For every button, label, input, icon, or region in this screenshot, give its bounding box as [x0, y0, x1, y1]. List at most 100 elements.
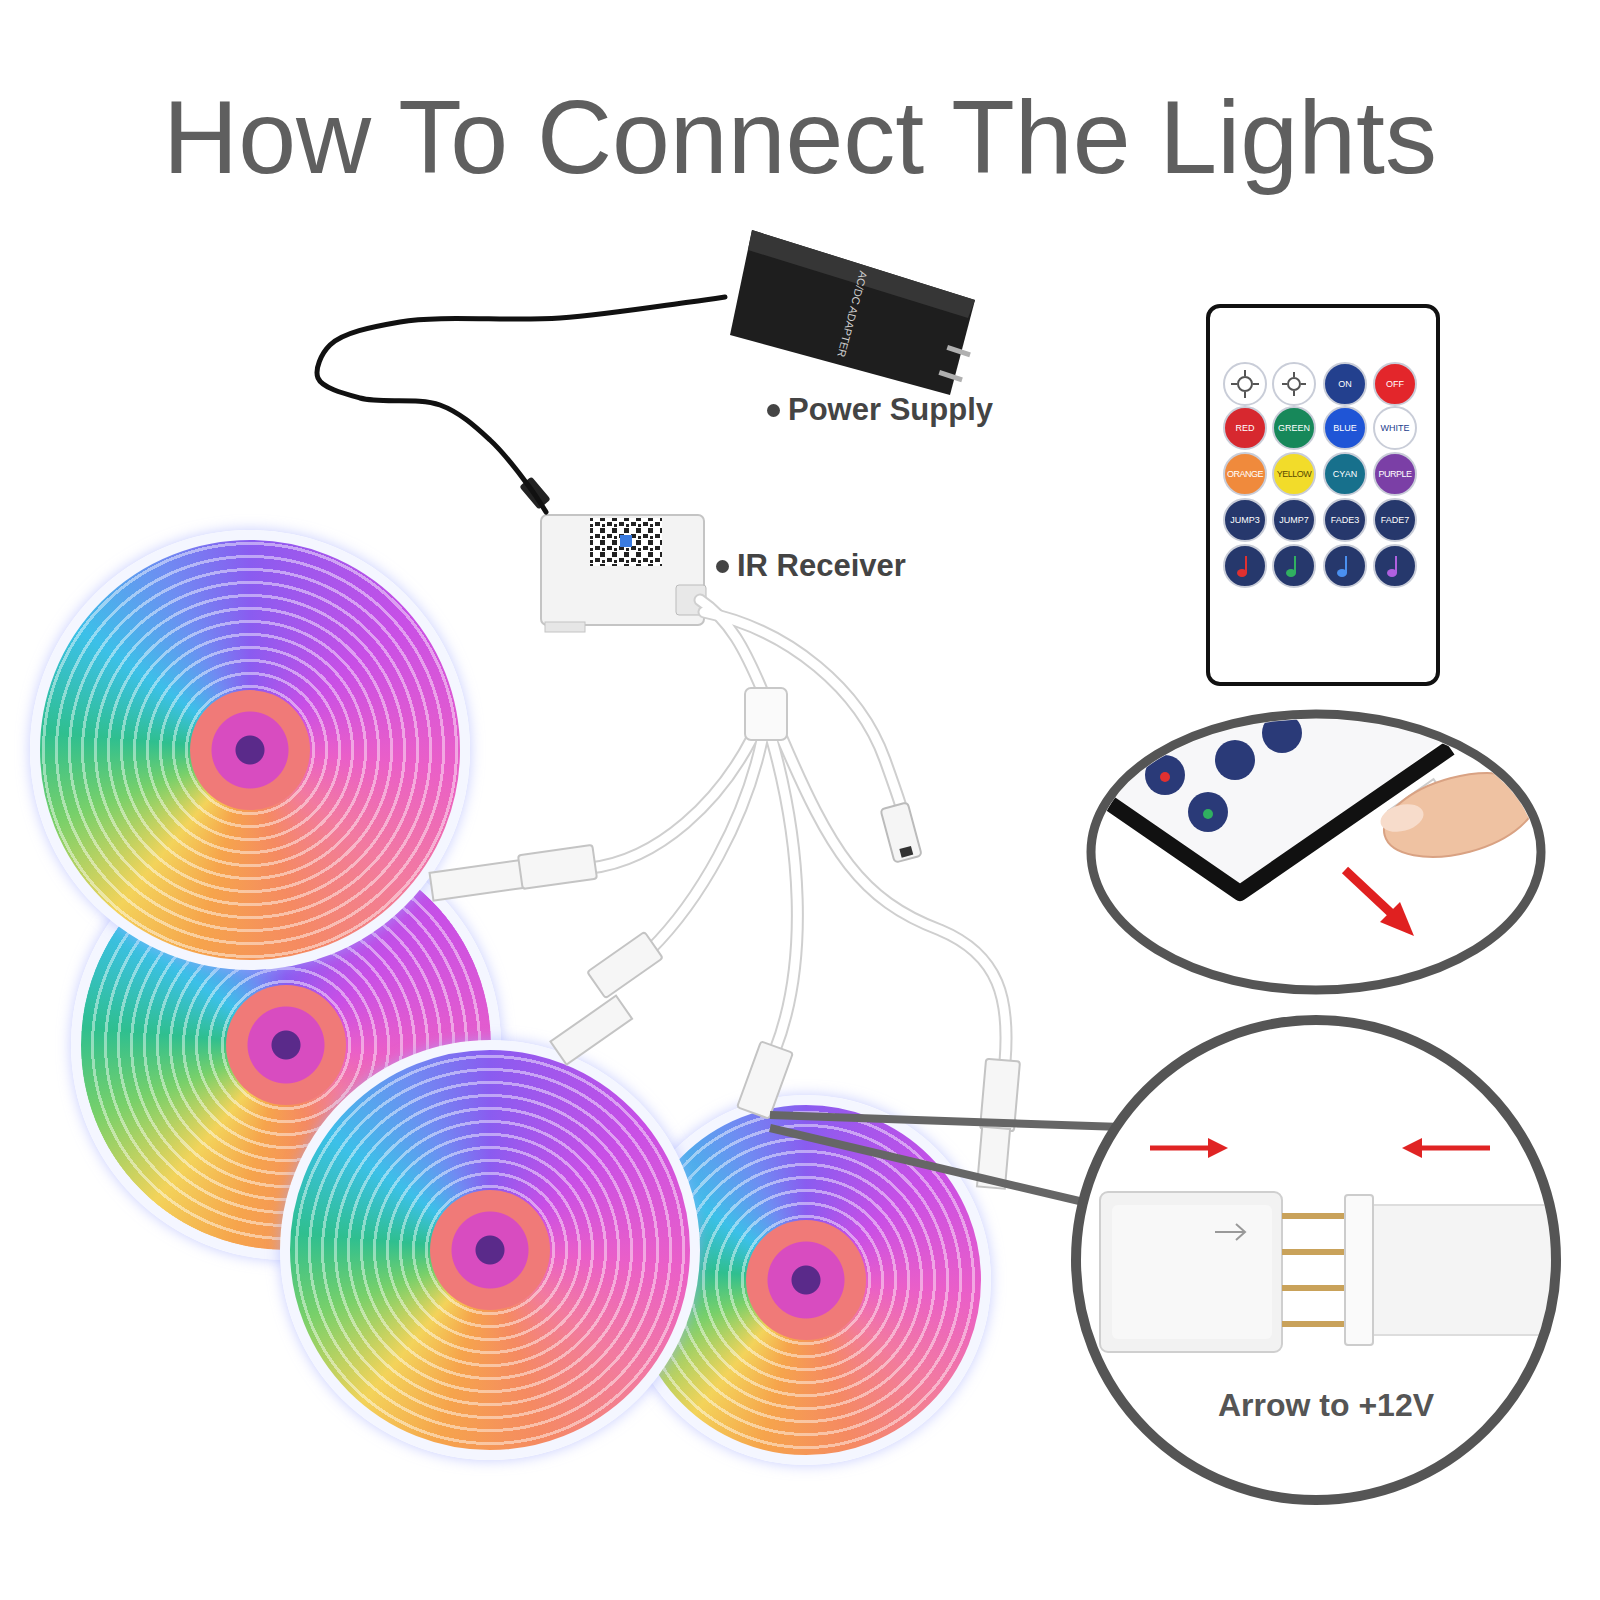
- button-label: FADE7: [1381, 516, 1410, 525]
- button-label: YELLOW: [1277, 470, 1312, 479]
- illustration-part: [1345, 1195, 1373, 1345]
- reel-hub: [226, 985, 346, 1105]
- button-label: BLUE: [1333, 424, 1357, 433]
- bullet-dot: [767, 404, 780, 417]
- illustration-part: [1224, 363, 1416, 587]
- illustration-part: [1273, 407, 1315, 449]
- illustration-part: [1090, 700, 1545, 936]
- illustration-part: [772, 740, 797, 1050]
- illustration-part: [1208, 1138, 1228, 1158]
- illustration-part: [737, 1041, 793, 1118]
- illustration-part: [946, 345, 970, 357]
- illustration-part: [899, 846, 913, 858]
- illustration-part: [1345, 870, 1392, 914]
- illustration-part: [1324, 499, 1366, 541]
- illustration-part: [1374, 545, 1416, 587]
- button-label: CYAN: [1333, 470, 1357, 479]
- illustration-part: [518, 845, 597, 889]
- led-reel: [280, 1040, 700, 1460]
- illustration-part: [1324, 407, 1366, 449]
- illustration-part: [1273, 453, 1315, 495]
- illustration-part: [772, 740, 797, 1050]
- illustration-part: [1224, 499, 1266, 541]
- illustration-part: [1245, 556, 1247, 573]
- illustration-part: [1282, 1213, 1350, 1219]
- illustration-part: [1273, 363, 1315, 405]
- power-adapter: [730, 230, 975, 395]
- component-label: IR Receiver: [538, 512, 958, 591]
- component-label: Power Supply: [725, 222, 1055, 435]
- device-marking: AC/DC ADAPTER: [835, 270, 869, 358]
- illustration-part: [1377, 800, 1426, 837]
- cable-outline: [590, 600, 1006, 1062]
- illustration-part: [650, 740, 762, 950]
- illustration-part: [1112, 1205, 1272, 1339]
- illustration-part: [545, 622, 585, 632]
- illustration-part: [1282, 1216, 1350, 1324]
- button-label: JUMP3: [1230, 516, 1260, 525]
- illustration-part: [1420, 1146, 1490, 1151]
- bullet-dot: [716, 560, 729, 573]
- illustration-part: [1374, 363, 1416, 405]
- illustration-part: [1215, 740, 1255, 780]
- illustration-part: [1224, 545, 1266, 587]
- illustration-part: [1395, 556, 1397, 573]
- illustration-part: [1224, 453, 1266, 495]
- illustration-part: [1238, 377, 1252, 391]
- illustration-part: [1100, 1138, 1590, 1352]
- illustration-part: [1375, 758, 1545, 872]
- illustration-part: [1282, 1249, 1350, 1255]
- illustration-part: [1160, 772, 1170, 782]
- illustration-part: [1324, 363, 1366, 405]
- component-name: IR Receiver: [737, 548, 906, 583]
- illustration-part: [782, 738, 1006, 1062]
- illustration-part: [1345, 556, 1347, 573]
- strip-connectors: [430, 845, 1020, 1189]
- music-note-icons: [1237, 556, 1397, 577]
- illustration-part: [1203, 809, 1213, 819]
- callout-note: Arrow to +12V: [1218, 1389, 1434, 1421]
- illustration-part: [880, 802, 921, 862]
- reel-hub: [746, 1220, 866, 1340]
- illustration-part: [770, 1128, 1092, 1204]
- button-label: PURPLE: [1378, 470, 1411, 479]
- illustration-part: [587, 932, 663, 998]
- button-label: ON: [1338, 380, 1352, 389]
- illustration-part: [1091, 714, 1541, 990]
- illustration-part: [1090, 700, 1450, 895]
- illustration-part: [770, 1115, 1122, 1127]
- button-label: GREEN: [1278, 424, 1310, 433]
- female-plug: [880, 802, 921, 862]
- illustration-part: [1273, 499, 1315, 541]
- illustration-part: [1076, 1020, 1556, 1500]
- illustration-part: [1231, 370, 1306, 398]
- illustration-part: [1374, 453, 1416, 495]
- illustration-part: [590, 518, 662, 566]
- illustration-part: [1105, 748, 1450, 893]
- illustration-part: [730, 230, 975, 395]
- title-text: How To Connect The Lights: [0, 78, 1600, 197]
- remote-control: [1208, 306, 1438, 684]
- button-label: RED: [1235, 424, 1254, 433]
- illustration-part: [1294, 556, 1296, 573]
- illustration-part: [1224, 407, 1266, 449]
- illustration-part: [1273, 545, 1315, 587]
- battery-tab-callout: [1090, 700, 1545, 990]
- button-label: JUMP7: [1279, 516, 1309, 525]
- illustration-part: [1188, 792, 1228, 832]
- illustration-part: [1231, 370, 1259, 398]
- illustration-part: [938, 370, 962, 382]
- reel-hub: [190, 690, 310, 810]
- splitter: [745, 688, 787, 740]
- illustration-part: [1324, 545, 1366, 587]
- illustration-part: [1282, 372, 1306, 396]
- illustration-part: [1374, 407, 1416, 449]
- illustration-part: [550, 996, 632, 1065]
- illustration-part: [430, 860, 528, 901]
- illustration-part: [1374, 499, 1416, 541]
- ir-receiver-box: [541, 515, 706, 632]
- illustration-part: [1215, 1224, 1245, 1240]
- illustration-part: [620, 535, 632, 547]
